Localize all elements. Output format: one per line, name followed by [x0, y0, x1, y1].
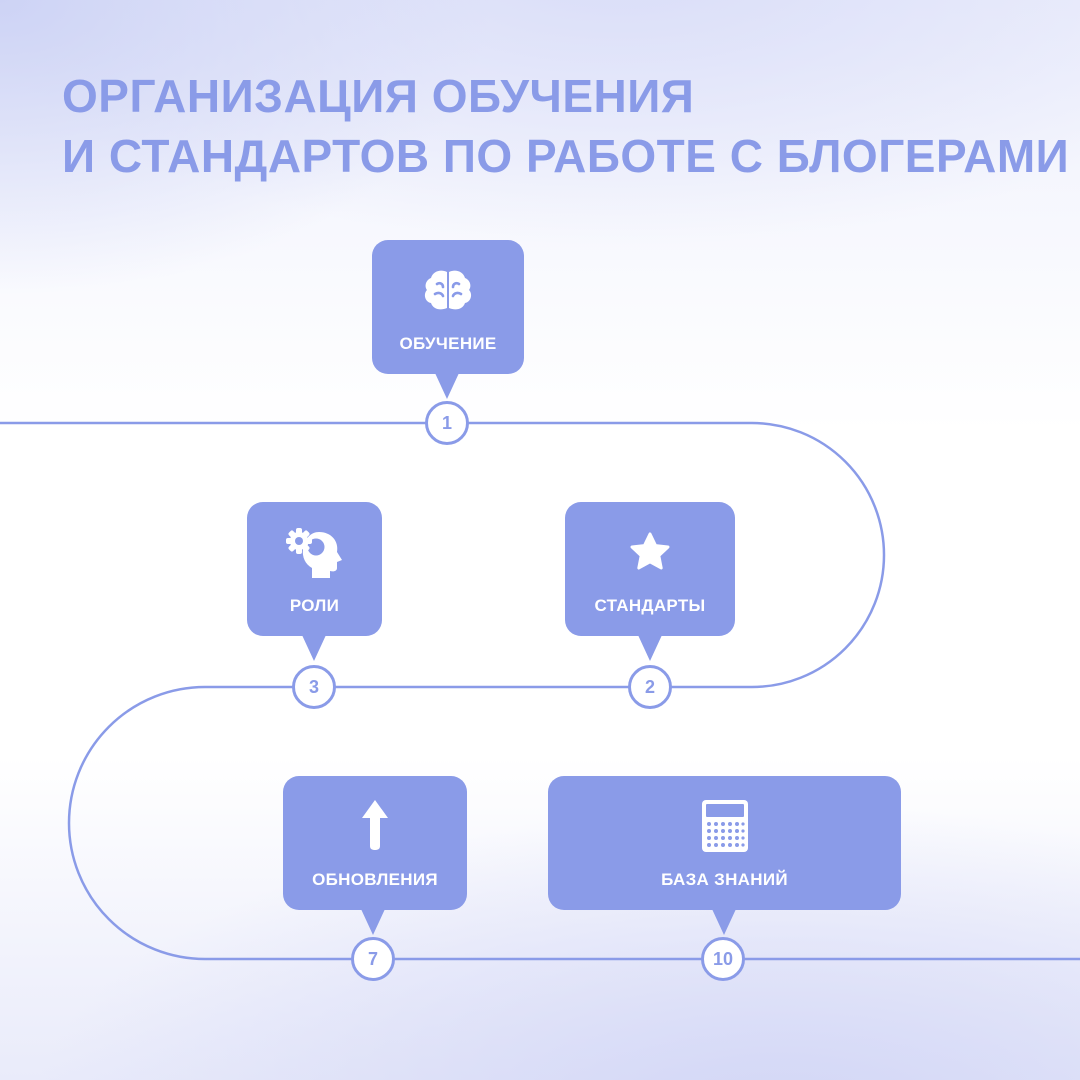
title-line-1: ОРГАНИЗАЦИЯ ОБУЧЕНИЯ: [62, 70, 695, 122]
step-pointer-roles: [302, 635, 326, 661]
step-card-training[interactable]: ОБУЧЕНИЕ: [372, 240, 524, 374]
step-label-training: ОБУЧЕНИЕ: [399, 334, 497, 353]
page-title: ОРГАНИЗАЦИЯ ОБУЧЕНИЯ И СТАНДАРТОВ ПО РАБ…: [62, 66, 1069, 186]
step-card-standards[interactable]: СТАНДАРТЫ: [565, 502, 735, 636]
head-gear-icon: [285, 528, 342, 578]
step-number-roles: 3: [292, 665, 336, 709]
step-label-roles: РОЛИ: [289, 596, 340, 615]
step-label-updates: ОБНОВЛЕНИЯ: [312, 870, 438, 889]
step-card-knowledge-base[interactable]: БАЗА ЗНАНИЙ: [548, 776, 901, 910]
brain-icon: [424, 270, 472, 310]
step-card-updates[interactable]: ОБНОВЛЕНИЯ: [283, 776, 467, 910]
star-icon: [630, 532, 670, 570]
step-label-standards: СТАНДАРТЫ: [594, 596, 706, 615]
step-number-standards: 2: [628, 665, 672, 709]
process-path-line: [0, 421, 1080, 961]
step-number-updates: 7: [351, 937, 395, 981]
arrow-up-icon: [362, 800, 388, 850]
step-label-knowledge-base: БАЗА ЗНАНИЙ: [661, 870, 788, 889]
step-pointer-knowledge-base: [712, 909, 736, 935]
title-line-2: И СТАНДАРТОВ ПО РАБОТЕ С БЛОГЕРАМИ: [62, 130, 1070, 182]
step-number-knowledge-base: 10: [701, 937, 745, 981]
step-card-roles[interactable]: РОЛИ: [247, 502, 382, 636]
calculator-icon: [701, 800, 748, 852]
step-pointer-updates: [361, 909, 385, 935]
step-number-training: 1: [425, 401, 469, 445]
step-pointer-standards: [638, 635, 662, 661]
step-pointer-training: [435, 373, 459, 399]
